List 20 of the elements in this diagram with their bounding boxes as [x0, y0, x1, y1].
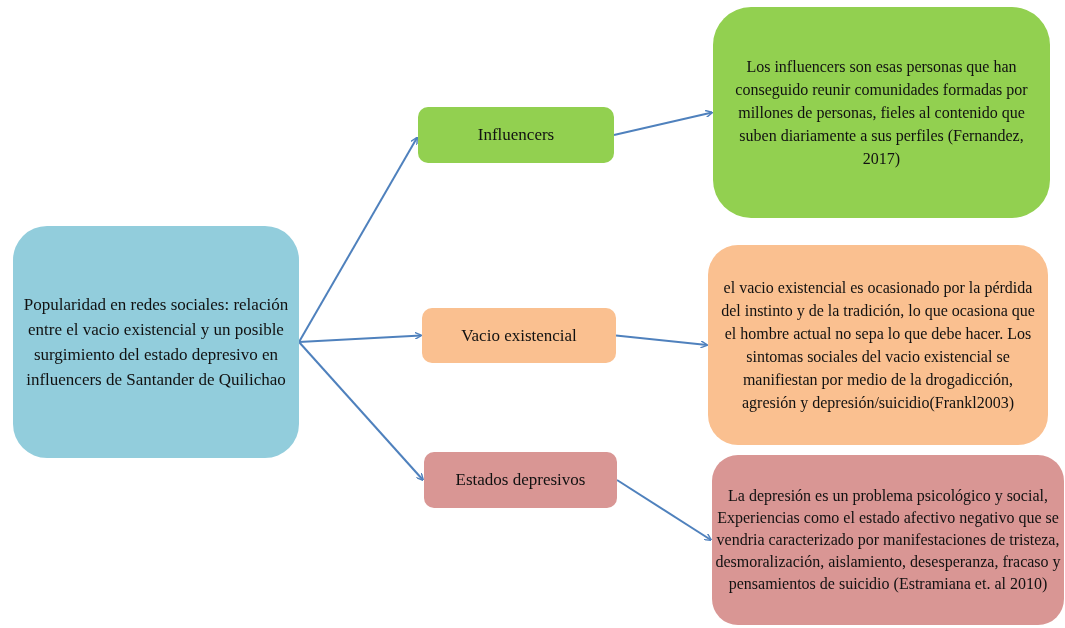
box-text: Vacio existencial — [461, 324, 577, 347]
arrow — [613, 109, 714, 136]
category-box — [424, 452, 617, 508]
box-text: Estados depresivos — [455, 469, 586, 491]
arrow — [615, 334, 709, 349]
category-box — [422, 308, 616, 363]
topic-box — [13, 226, 299, 458]
box-text: Influencers — [477, 124, 555, 146]
description-box — [712, 455, 1064, 625]
description-box — [713, 7, 1050, 218]
arrow — [298, 331, 423, 343]
box-text: La depresión es un problema psicológico y social, Experiencias como el estado afectivo negativo que se vendria caracterizado por manifestaciones de tristeza, desmoralización, aislamiento, desesperanza, fracaso y pensamientos de suicidio (Estramiana et. al 2010) — [714, 486, 1062, 595]
arrow — [616, 479, 713, 542]
box-text: el vacio existencial es ocasionado por la pérdida del instinto y de la tradición, lo que ocasiona que el hombre actual no sepa lo que debe hacer. Los sintomas sociales del vacio existencial se manifiestan por medio de la drogadicción, agresión y depresión/suicidio(Frankl2003) — [720, 278, 1036, 414]
description-box — [708, 245, 1048, 445]
category-box — [418, 107, 614, 163]
arrow — [298, 341, 425, 482]
box-text: Los influencers son esas personas que han conseguido reunir comunidades formadas por millones de personas, fieles al contenido que suben diariamente a sus perfiles (Fernandez, 2017) — [734, 57, 1029, 170]
box-text: Popularidad en redes sociales: relación entre el vacio existencial y un posible surgimiento del estado depresivo en influencers de Santander de Quilichao — [23, 294, 289, 391]
arrow — [298, 136, 419, 343]
